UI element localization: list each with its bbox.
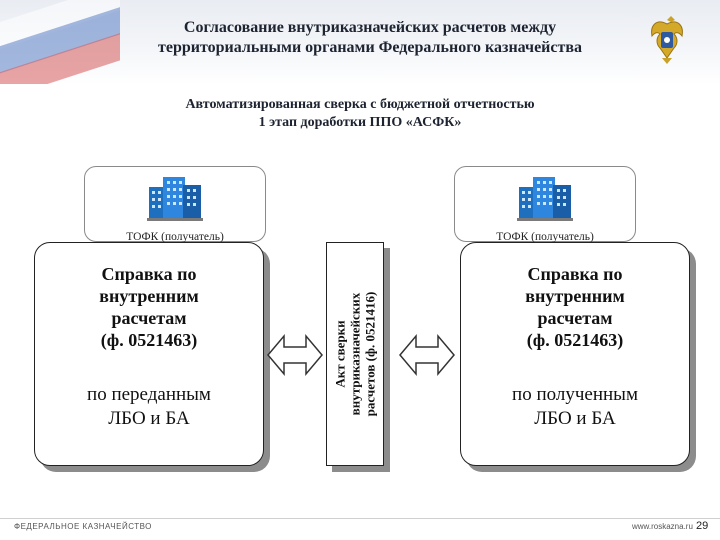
footer-divider — [0, 518, 720, 519]
report-left-box: Справка по внутренним расчетам (ф. 05214… — [34, 242, 264, 466]
report-left-description: по переданным ЛБО и БА — [87, 384, 211, 429]
emblem-icon — [651, 16, 683, 64]
tofk-right-box: ТОФК (получатель) — [454, 166, 636, 243]
page-number: 29 — [696, 520, 709, 532]
act-reconciliation-box: Акт сверки внутриказначейских расчетов (… — [326, 242, 384, 466]
building-icon — [147, 177, 203, 221]
slide-title: Согласование внутриказначейских расчетов… — [158, 19, 582, 56]
footer-website: www.roskazna.ru — [632, 522, 693, 531]
act-reconciliation-text: Акт сверки внутриказначейских расчетов (… — [332, 291, 378, 417]
header-band: Согласование внутриказначейских расчетов… — [0, 0, 720, 84]
flag-decoration — [0, 0, 120, 84]
tofk-left-box: ТОФК (получатель) — [84, 166, 266, 243]
tofk-left-label: ТОФК (получатель) — [126, 231, 224, 243]
footer-org-name: ФЕДЕРАЛЬНОЕ КАЗНАЧЕЙСТВО — [14, 522, 152, 531]
report-right-box: Справка по внутренним расчетам (ф. 05214… — [460, 242, 690, 466]
report-right-description: по полученным ЛБО и БА — [512, 384, 638, 429]
subtitle: Автоматизированная сверка с бюджетной от… — [185, 97, 535, 130]
report-right-title: Справка по внутренним расчетам (ф. 05214… — [525, 264, 625, 350]
building-icon — [517, 177, 573, 221]
double-arrow-left-icon — [267, 333, 323, 377]
double-arrow-right-icon — [399, 333, 455, 377]
report-left-title: Справка по внутренним расчетам (ф. 05214… — [99, 264, 199, 350]
tofk-right-label: ТОФК (получатель) — [496, 231, 594, 243]
